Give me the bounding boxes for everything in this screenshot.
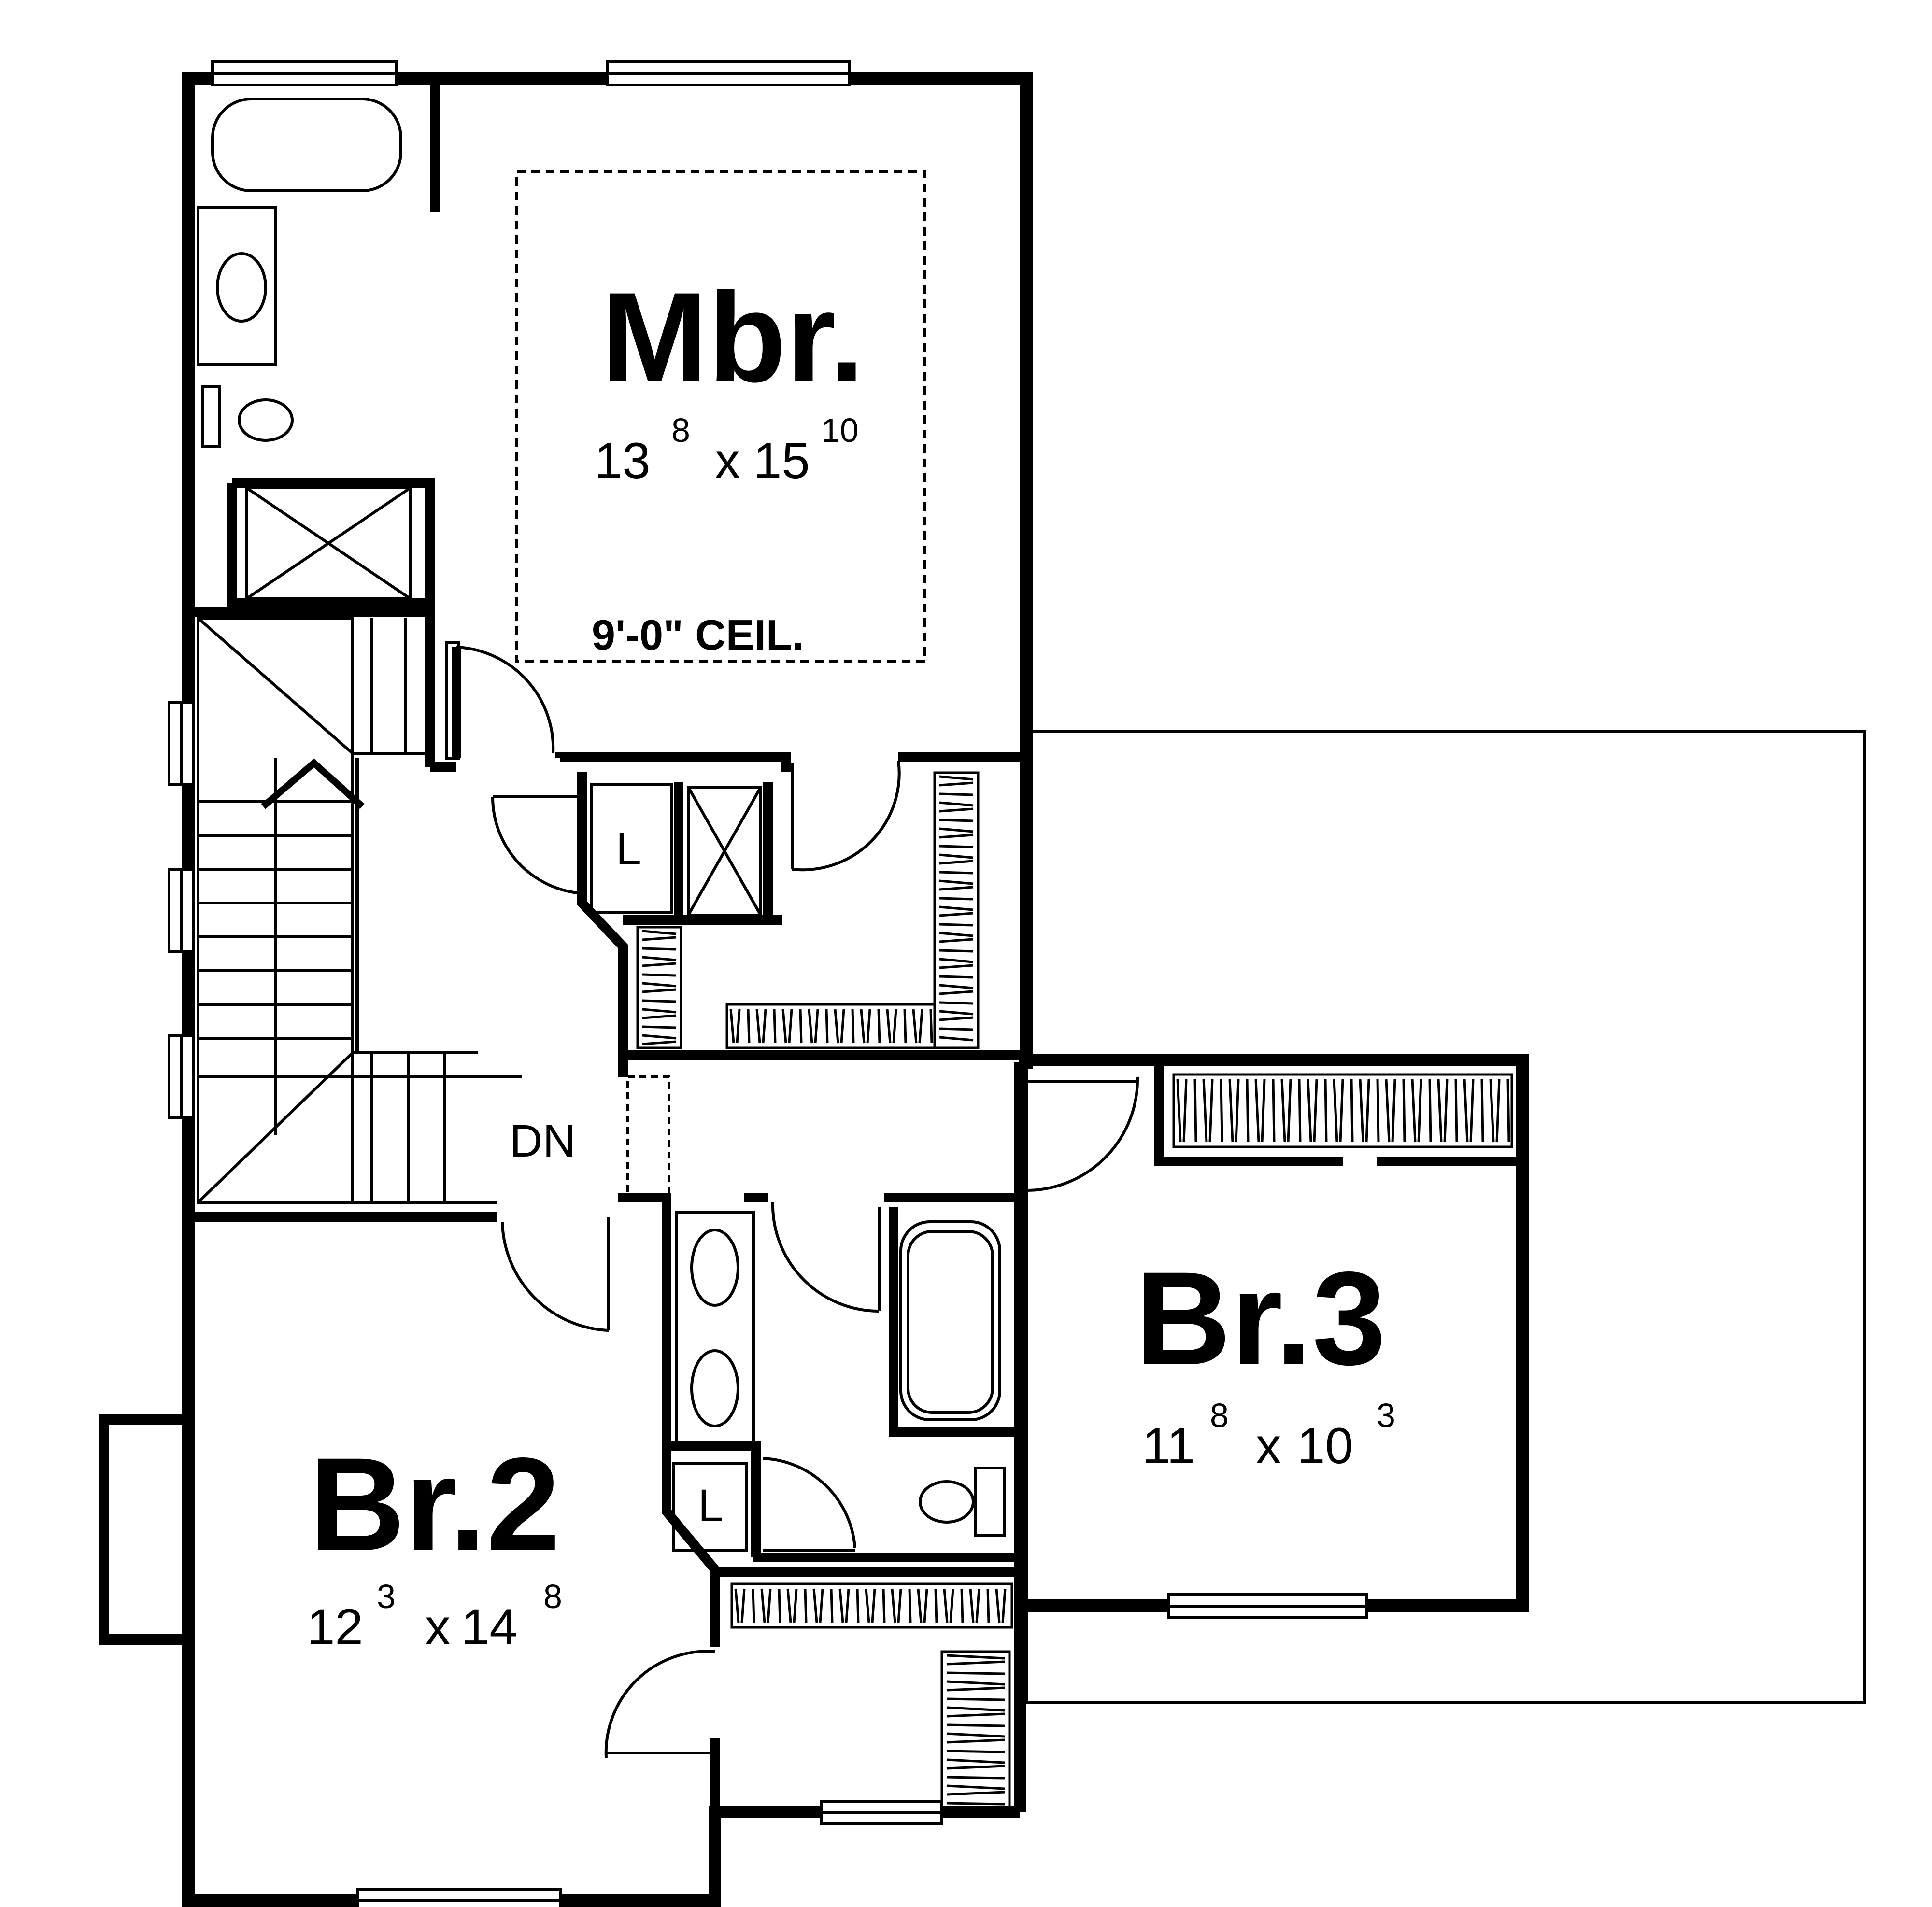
dim-br3-width-ft: 11 — [1142, 1418, 1195, 1474]
door-swing-br3 — [1026, 1076, 1139, 1192]
closet-shelf-a — [636, 926, 682, 1049]
stair — [197, 617, 522, 1204]
door-swing-br2-closet — [604, 1650, 715, 1758]
closet-hanger-lines — [734, 1588, 1007, 1623]
room-name-master: Mbr. — [601, 266, 865, 409]
room-dims-br2: 12 3 x 14 8 — [307, 1578, 562, 1655]
stair-treads-lower — [353, 1051, 497, 1204]
sink-master — [216, 252, 267, 323]
door-swing-bath — [771, 1202, 880, 1313]
stair-rails-upper — [353, 618, 430, 755]
toilet-tank-master — [201, 385, 221, 448]
dim-br2-width-in: 3 — [377, 1578, 396, 1615]
dim-master-depth-in: 10 — [821, 411, 859, 449]
closet-hanger-lines — [642, 930, 677, 1045]
door-swing-master — [456, 646, 555, 754]
window-br2-bottom — [356, 1888, 562, 1907]
closet-shelf-b — [933, 771, 980, 1049]
closet-shelf-br2-a — [730, 1582, 1013, 1629]
dim-master-depth-ft: 15 — [753, 433, 810, 489]
bay-window — [99, 1414, 188, 1645]
dim-master-sep: x — [715, 433, 740, 489]
dim-br2-depth-in: 8 — [543, 1578, 562, 1615]
stair-treads — [198, 800, 522, 1078]
toilet-master — [238, 398, 294, 442]
roof-outline — [1025, 730, 1866, 1704]
linen-lower — [672, 1462, 748, 1552]
closet-hanger-lines — [939, 775, 974, 1042]
linen-lower-label: L — [698, 1480, 724, 1531]
interior-walls — [188, 78, 1522, 1812]
dim-br3-sep: x — [1256, 1418, 1281, 1474]
dim-br3-depth-ft: 10 — [1297, 1418, 1353, 1474]
door-swing-closet-master — [792, 760, 901, 872]
windows — [168, 60, 1368, 1907]
vanity-master — [197, 206, 277, 366]
toilet-hall — [919, 1480, 975, 1524]
closet-hanger-lines — [1176, 1079, 1510, 1143]
linen-upper — [590, 783, 673, 914]
ceiling-note: 9'-0" CEIL. — [592, 611, 804, 659]
dim-br2-sep: x — [425, 1599, 451, 1655]
shower-master — [245, 486, 412, 600]
fixtures — [197, 98, 1006, 1552]
hvac-chase — [687, 786, 762, 917]
room-dims-master: 13 8 x 15 10 — [594, 411, 859, 489]
sink-hall-1 — [690, 1229, 739, 1307]
vanity-hall-bath — [675, 1211, 755, 1445]
ceiling-outline — [515, 170, 926, 663]
closet-shelf-br3 — [1172, 1073, 1513, 1148]
dim-br3-depth-in: 3 — [1377, 1397, 1395, 1434]
door-swing-linen-upper — [491, 796, 582, 895]
door-swings — [445, 641, 1139, 1758]
closet-hatching — [636, 771, 1513, 1812]
dim-br2-width-ft: 12 — [307, 1599, 363, 1655]
closet-shelf-c — [725, 1003, 936, 1049]
room-dims-br3: 11 8 x 10 3 — [1142, 1397, 1395, 1474]
stair-up-arrow-icon — [261, 758, 365, 809]
closet-hanger-lines — [946, 1654, 1005, 1806]
dim-master-width-ft: 13 — [594, 433, 651, 489]
dim-br3-width-in: 8 — [1210, 1397, 1229, 1434]
door-swing-linen-lower — [763, 1457, 856, 1548]
room-name-br3: Br.3 — [1135, 1244, 1386, 1393]
sink-hall-2 — [690, 1349, 739, 1427]
closet-shelf-br2-b — [940, 1650, 1011, 1812]
toilet-tank-hall — [974, 1467, 1006, 1537]
dim-master-width-in: 8 — [671, 411, 690, 449]
stair-down-label: DN — [510, 1116, 576, 1167]
closet-hanger-lines — [729, 1009, 933, 1044]
tub-master — [211, 98, 402, 192]
room-name-br2: Br.2 — [309, 1430, 560, 1579]
dim-br2-depth-ft: 14 — [461, 1599, 518, 1655]
door-swing-br2 — [501, 1221, 609, 1332]
linen-upper-label: L — [616, 823, 641, 875]
tub-hall — [899, 1220, 1001, 1421]
